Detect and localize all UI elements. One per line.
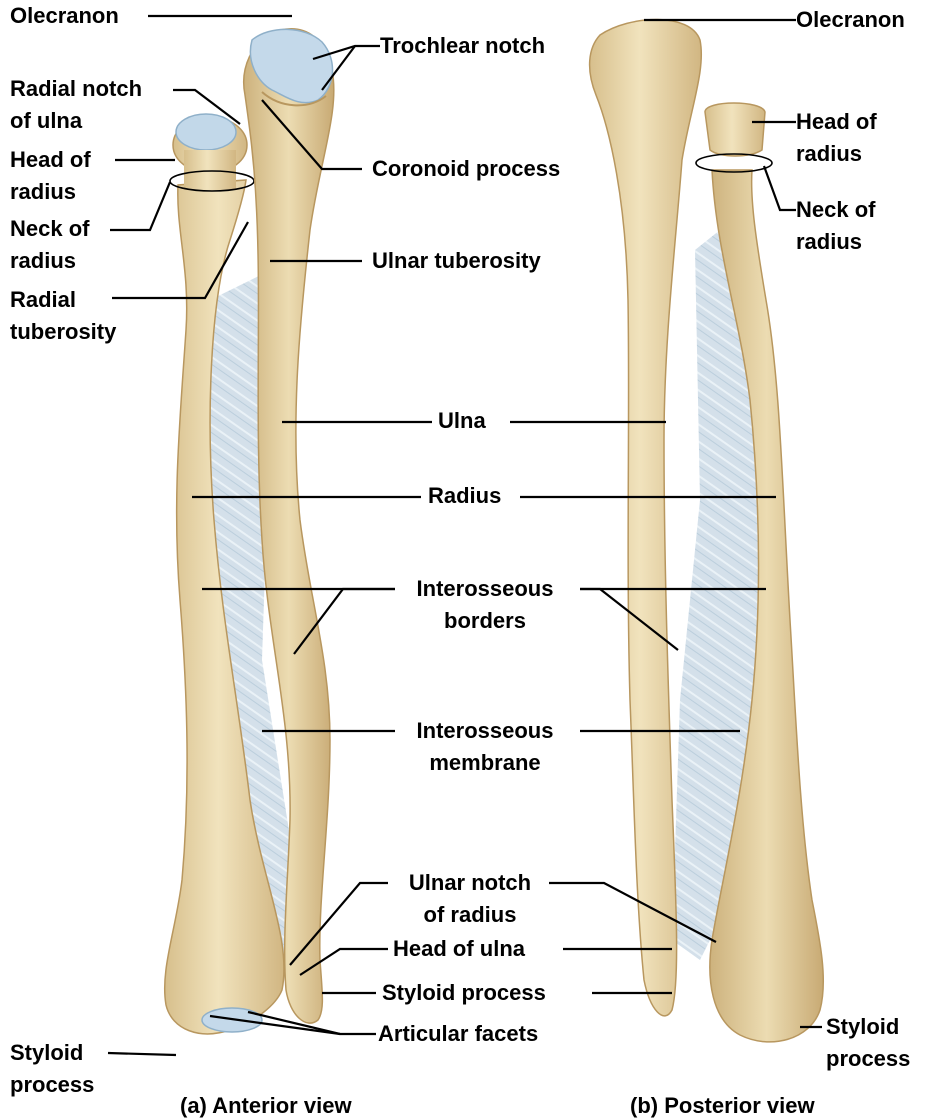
label-radial-notch-line2: of ulna	[10, 105, 142, 137]
radial-head-b	[705, 103, 765, 156]
caption-anterior-view: (a) Anterior view	[180, 1093, 352, 1119]
label-styloid-right-line1: Styloid	[826, 1011, 910, 1043]
label-interosseous-membrane-line1: Interosseous	[400, 715, 570, 747]
label-interosseous-borders-line1: Interosseous	[400, 573, 570, 605]
label-radial-notch-of-ulna: Radial notch of ulna	[10, 73, 142, 137]
label-head-of-radius-b-line1: Head of	[796, 106, 877, 138]
label-styloid-process-left: Styloid process	[10, 1037, 94, 1101]
label-interosseous-borders: Interosseous borders	[400, 573, 570, 637]
label-ulnar-notch-line1: Ulnar notch	[390, 867, 550, 899]
label-coronoid-process: Coronoid process	[372, 153, 560, 185]
label-styloid-process-right: Styloid process	[826, 1011, 910, 1075]
label-articular-facets: Articular facets	[378, 1018, 538, 1050]
label-ulnar-tuberosity: Ulnar tuberosity	[372, 245, 541, 277]
caption-posterior-view: (b) Posterior view	[630, 1093, 815, 1119]
label-neck-of-radius-a-line2: radius	[10, 245, 89, 277]
label-head-of-radius-b: Head of radius	[796, 106, 877, 170]
label-interosseous-membrane: Interosseous membrane	[400, 715, 570, 779]
label-radial-tuberosity-line2: tuberosity	[10, 316, 116, 348]
label-neck-of-radius-a: Neck of radius	[10, 213, 89, 277]
label-radial-tuberosity: Radial tuberosity	[10, 284, 116, 348]
label-styloid-left-line2: process	[10, 1069, 94, 1101]
label-neck-of-radius-b-line1: Neck of	[796, 194, 875, 226]
label-head-of-ulna: Head of ulna	[393, 933, 525, 965]
label-head-of-radius-a-line1: Head of	[10, 144, 91, 176]
label-neck-of-radius-b-line2: radius	[796, 226, 875, 258]
label-trochlear-notch: Trochlear notch	[380, 30, 545, 62]
label-ulna: Ulna	[438, 405, 486, 437]
label-olecranon-a: Olecranon	[10, 0, 119, 32]
label-styloid-right-line2: process	[826, 1043, 910, 1075]
label-head-of-radius-a: Head of radius	[10, 144, 91, 208]
label-radial-notch-line1: Radial notch	[10, 73, 142, 105]
label-neck-of-radius-a-line1: Neck of	[10, 213, 89, 245]
label-olecranon-b: Olecranon	[796, 4, 905, 36]
label-neck-of-radius-b: Neck of radius	[796, 194, 875, 258]
label-styloid-process-center: Styloid process	[382, 977, 546, 1009]
label-head-of-radius-a-line2: radius	[10, 176, 91, 208]
label-styloid-left-line1: Styloid	[10, 1037, 94, 1069]
label-ulnar-notch-line2: of radius	[390, 899, 550, 931]
label-radial-tuberosity-line1: Radial	[10, 284, 116, 316]
label-interosseous-borders-line2: borders	[400, 605, 570, 637]
label-radius: Radius	[428, 480, 501, 512]
label-head-of-radius-b-line2: radius	[796, 138, 877, 170]
label-ulnar-notch-of-radius: Ulnar notch of radius	[390, 867, 550, 931]
label-interosseous-membrane-line2: membrane	[400, 747, 570, 779]
